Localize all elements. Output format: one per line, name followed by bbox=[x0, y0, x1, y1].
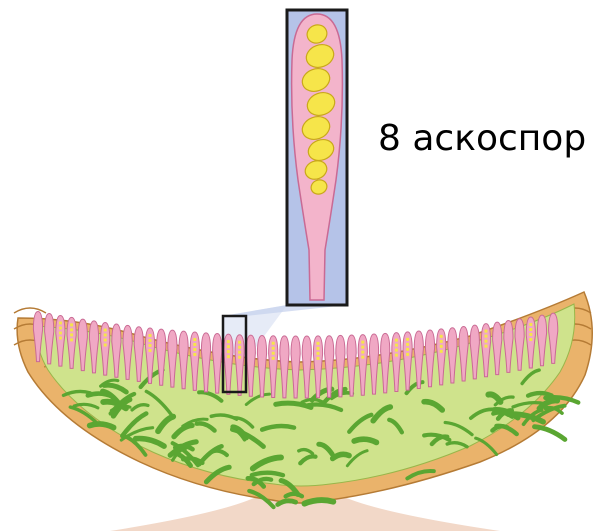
algal-filament bbox=[534, 427, 564, 440]
algal-filament bbox=[286, 494, 302, 497]
ascus-detail-inset bbox=[287, 10, 347, 305]
spore-count-label: 8 аскоспор bbox=[378, 118, 586, 159]
algal-filament bbox=[354, 439, 376, 442]
algal-filament bbox=[304, 500, 333, 504]
cortex-scale bbox=[14, 308, 46, 313]
